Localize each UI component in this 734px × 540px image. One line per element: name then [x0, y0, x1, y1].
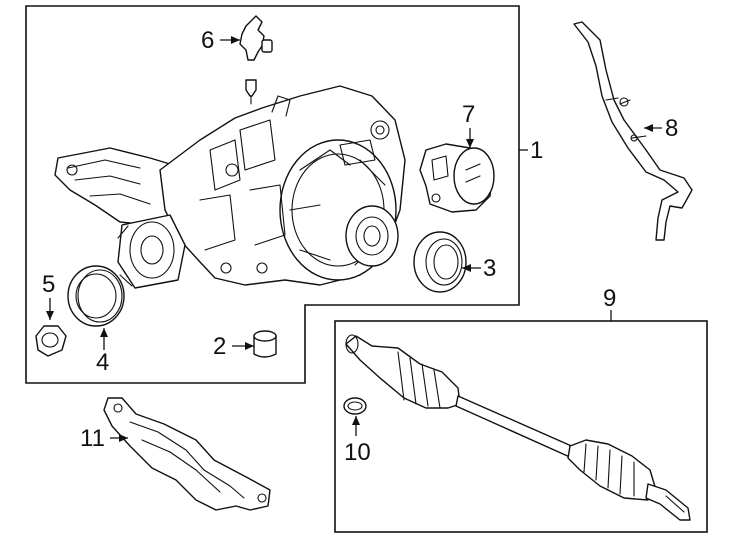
nut-part[interactable]	[35, 325, 67, 357]
callout-10: 10	[344, 439, 371, 466]
differential-assembly[interactable]	[54, 85, 406, 289]
callout-6: 6	[201, 27, 214, 54]
callout-9: 9	[603, 285, 616, 312]
callout-1: 1	[530, 137, 543, 164]
seal-part[interactable]	[67, 265, 125, 327]
actuator-part[interactable]	[419, 143, 495, 213]
callout-11: 11	[80, 425, 105, 452]
callout-5: 5	[42, 271, 55, 298]
callout-8: 8	[665, 115, 678, 142]
callout-2: 2	[213, 333, 226, 360]
plug-part[interactable]	[253, 330, 277, 358]
halfshaft-group-box	[334, 320, 708, 533]
callout-4: 4	[96, 349, 109, 376]
differential-group-box	[25, 5, 520, 384]
sensor-part[interactable]	[239, 15, 273, 105]
vent-hose-part[interactable]	[573, 21, 693, 241]
callout-7: 7	[462, 101, 475, 128]
callout-3: 3	[483, 255, 496, 282]
heat-shield-part[interactable]	[103, 397, 271, 511]
seal-ring-part[interactable]	[413, 231, 467, 293]
halfshaft-part[interactable]	[345, 334, 691, 521]
o-ring-part[interactable]	[343, 397, 367, 415]
